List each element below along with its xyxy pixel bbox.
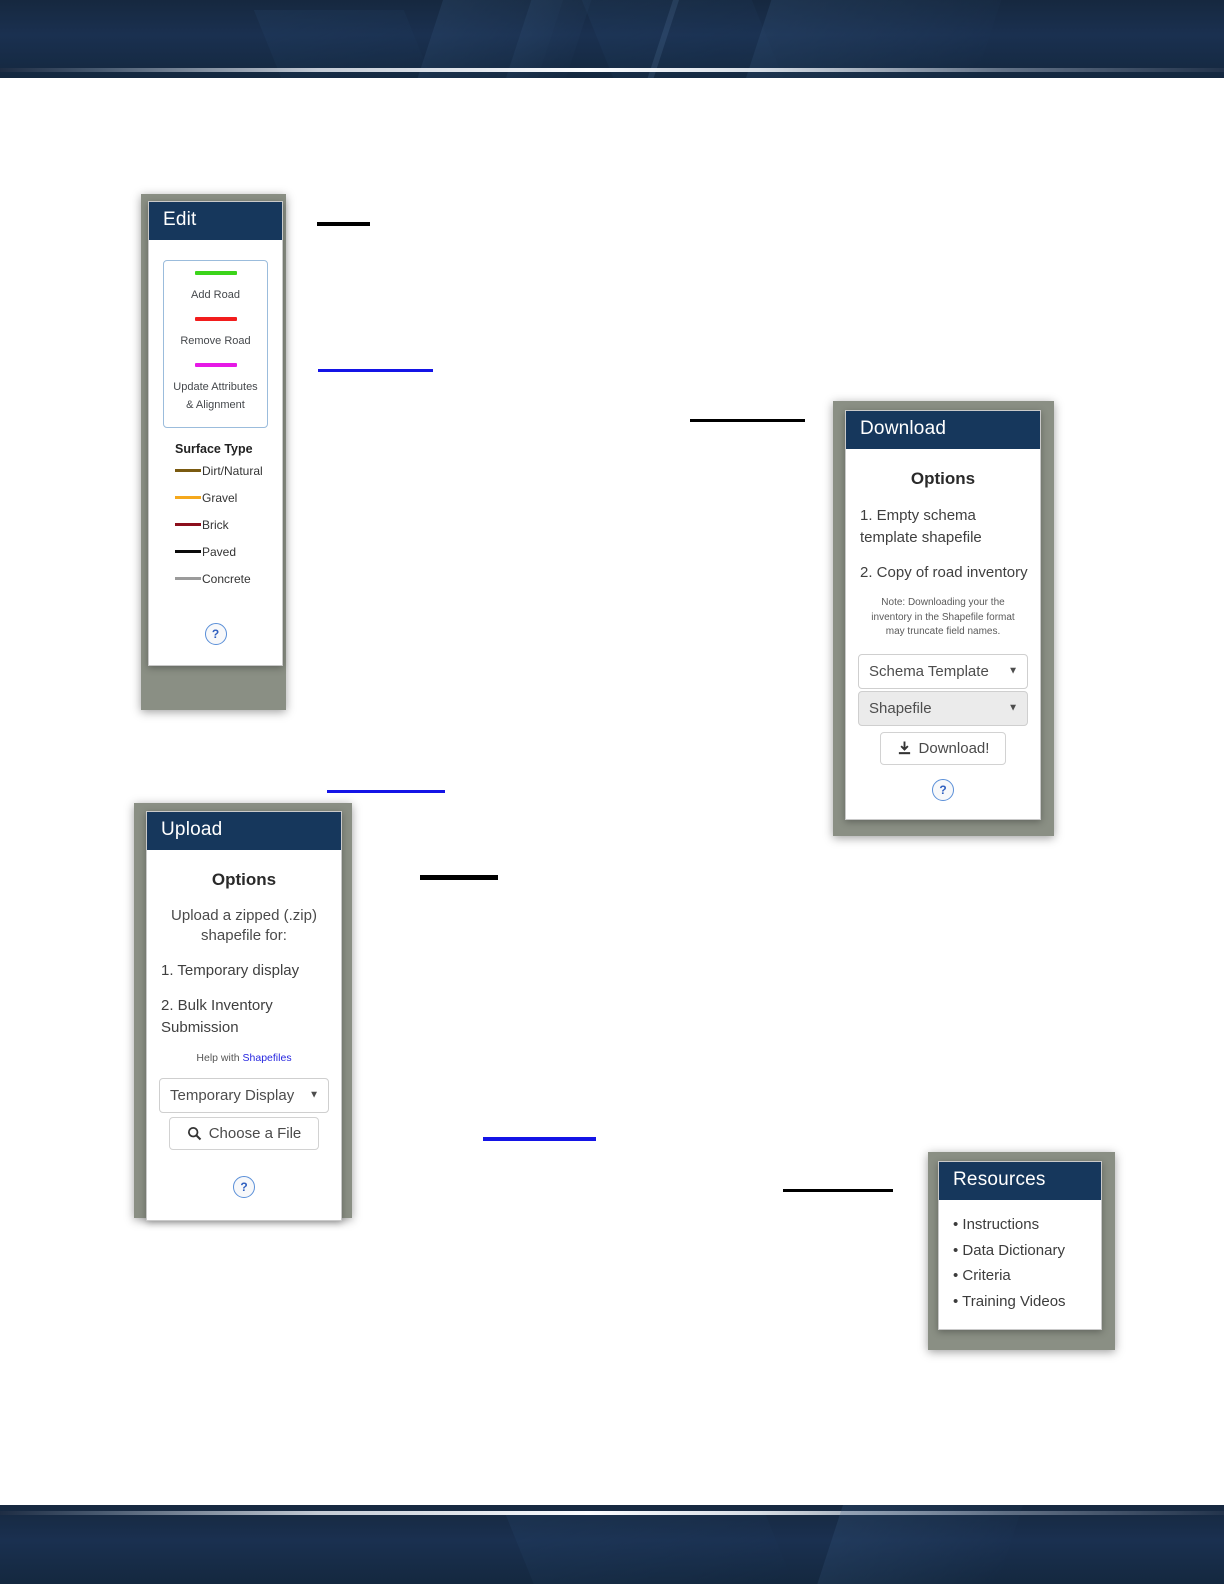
upload-help-row: Help with Shapefiles bbox=[159, 1052, 329, 1064]
dirt-natural-line-swatch bbox=[175, 469, 201, 473]
surface-type-legend-title: Surface Type bbox=[175, 441, 253, 456]
resources-item-instructions[interactable]: • Instructions bbox=[953, 1215, 1040, 1233]
remove-road-color-swatch bbox=[194, 316, 237, 321]
upload-option-2: 2. Bulk Inventory Submission bbox=[161, 996, 273, 1037]
banner-divider-rule bbox=[0, 1511, 1224, 1515]
legend-row-brick: Brick bbox=[175, 518, 270, 532]
download-option-2: 2. Copy of road inventory bbox=[860, 563, 1028, 581]
redaction-bar-7 bbox=[783, 1189, 893, 1192]
legend-label-brick: Brick bbox=[202, 517, 229, 532]
download-format-select[interactable]: Shapefile ▼ bbox=[858, 690, 1028, 726]
upload-option-1: 1. Temporary display bbox=[161, 962, 300, 980]
choose-file-button-label: Choose a File bbox=[208, 1124, 302, 1142]
chevron-down-icon: ▼ bbox=[1008, 665, 1018, 677]
tool-update-attributes-label: Update Attributes & Alignment bbox=[173, 380, 258, 411]
search-icon bbox=[187, 1126, 201, 1141]
download-options-heading: Options bbox=[910, 468, 976, 488]
upload-mode-select[interactable]: Temporary Display ▼ bbox=[159, 1077, 329, 1113]
download-content-select[interactable]: Schema Template ▼ bbox=[858, 653, 1028, 689]
edit-tool-group: Add Road Remove Road Update Attributes &… bbox=[163, 259, 268, 428]
redaction-bar-2 bbox=[318, 369, 433, 372]
resources-widget-title: Resources bbox=[939, 1162, 1101, 1200]
download-button-label: Download! bbox=[918, 739, 990, 757]
upload-help-prefix: Help with bbox=[196, 1051, 240, 1064]
resources-item-training-videos[interactable]: • Training Videos bbox=[953, 1293, 1066, 1311]
redaction-bar-1 bbox=[317, 222, 370, 226]
edit-widget-title: Edit bbox=[149, 202, 282, 240]
legend-label-paved: Paved bbox=[202, 544, 237, 559]
resources-item-criteria[interactable]: • Criteria bbox=[953, 1267, 1011, 1285]
legend-row-paved: Paved bbox=[175, 545, 270, 559]
chevron-down-icon: ▼ bbox=[1008, 702, 1018, 714]
choose-file-button[interactable]: Choose a File bbox=[169, 1116, 319, 1150]
upload-intro-text: Upload a zipped (.zip) shapefile for: bbox=[171, 906, 317, 945]
gravel-line-swatch bbox=[175, 496, 201, 500]
resources-link-list: • Instructions • Data Dictionary • Crite… bbox=[939, 1200, 1101, 1329]
upload-widget-title: Upload bbox=[147, 812, 341, 850]
redaction-bar-6 bbox=[483, 1137, 596, 1141]
download-option-1: 1. Empty schema template shapefile bbox=[860, 506, 982, 547]
download-widget-title: Download bbox=[846, 411, 1040, 449]
tool-add-road-label: Add Road bbox=[191, 288, 240, 301]
chevron-down-icon: ▼ bbox=[309, 1089, 319, 1101]
legend-row-concrete: Concrete bbox=[175, 572, 270, 586]
download-content-select-value: Schema Template bbox=[869, 662, 989, 680]
redaction-bar-4 bbox=[327, 790, 445, 793]
upload-widget: Upload Options Upload a zipped (.zip) sh… bbox=[146, 811, 342, 1221]
upload-mode-select-value: Temporary Display bbox=[170, 1086, 295, 1104]
tool-add-road[interactable]: Add Road bbox=[170, 270, 261, 303]
brick-line-swatch bbox=[175, 523, 201, 527]
help-icon[interactable]: ? bbox=[204, 622, 227, 645]
help-icon[interactable]: ? bbox=[932, 778, 954, 801]
help-icon[interactable]: ? bbox=[233, 1175, 255, 1198]
download-note: Note: Downloading your the inventory in … bbox=[871, 597, 1015, 638]
site-header-banner bbox=[0, 0, 1224, 78]
resources-item-data-dictionary[interactable]: • Data Dictionary bbox=[953, 1241, 1065, 1259]
tool-remove-road[interactable]: Remove Road bbox=[170, 316, 261, 349]
download-format-select-value: Shapefile bbox=[869, 699, 932, 717]
concrete-line-swatch bbox=[175, 577, 201, 581]
upload-options-heading: Options bbox=[211, 869, 277, 889]
download-button[interactable]: Download! bbox=[880, 731, 1006, 765]
tool-remove-road-label: Remove Road bbox=[180, 334, 251, 347]
banner-artwork bbox=[0, 0, 1224, 78]
edit-widget: Edit Add Road Remove Road Update Attribu… bbox=[148, 201, 283, 666]
paved-line-swatch bbox=[175, 550, 201, 554]
legend-row-gravel: Gravel bbox=[175, 491, 270, 505]
legend-label-dirt-natural: Dirt/Natural bbox=[202, 463, 263, 478]
resources-widget: Resources • Instructions • Data Dictiona… bbox=[938, 1161, 1102, 1331]
redaction-bar-5 bbox=[420, 875, 498, 880]
legend-label-gravel: Gravel bbox=[202, 490, 238, 505]
shapefiles-help-link[interactable]: Shapefiles bbox=[242, 1051, 292, 1064]
download-widget: Download Options 1. Empty schema templat… bbox=[845, 410, 1041, 820]
legend-label-concrete: Concrete bbox=[202, 571, 251, 586]
legend-row-dirt-natural: Dirt/Natural bbox=[175, 464, 270, 478]
update-attributes-color-swatch bbox=[194, 362, 237, 367]
banner-artwork bbox=[0, 1505, 1224, 1584]
download-icon bbox=[898, 741, 910, 755]
banner-divider-rule bbox=[0, 68, 1224, 72]
site-footer-banner bbox=[0, 1505, 1224, 1584]
tool-update-attributes[interactable]: Update Attributes & Alignment bbox=[170, 362, 261, 413]
add-road-color-swatch bbox=[194, 270, 237, 275]
redaction-bar-3 bbox=[690, 419, 805, 422]
